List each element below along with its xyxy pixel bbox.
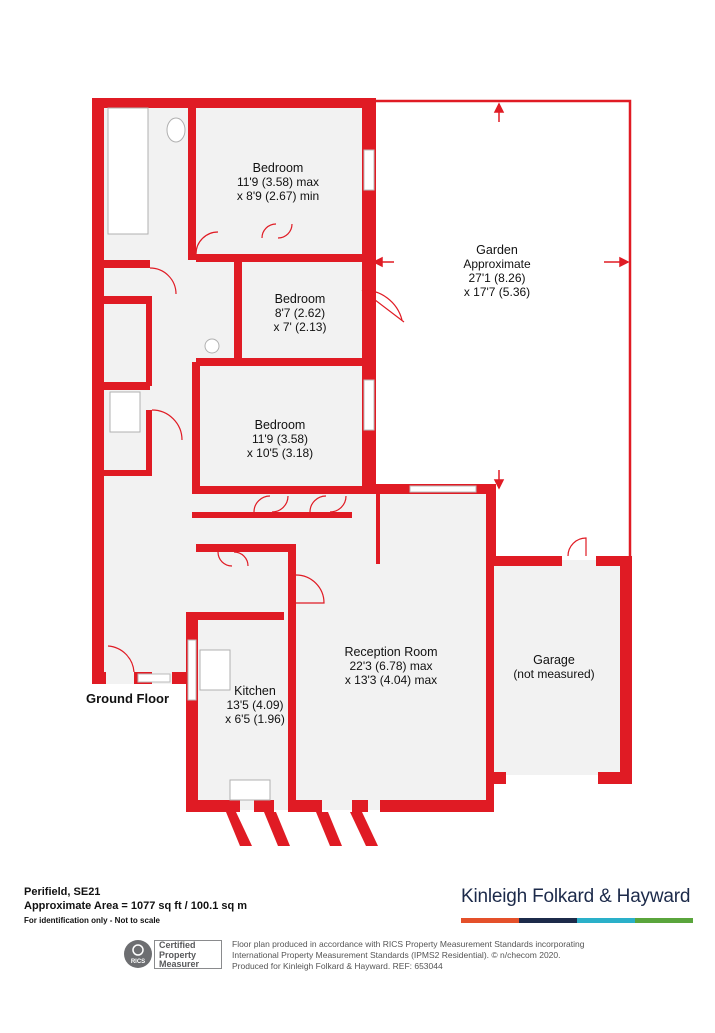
brand-bar-orange: [461, 918, 519, 923]
property-details: Perifield, SE21 Approximate Area = 1077 …: [24, 885, 247, 925]
kitchen-dim2: x 6'5 (1.96): [225, 712, 285, 726]
doors: [107, 223, 587, 673]
garden-arrows: [372, 102, 630, 490]
disclaimer-line1: Floor plan produced in accordance with R…: [232, 939, 585, 949]
scale-note: For identification only - Not to scale: [24, 916, 161, 925]
reception-dim2: x 13'3 (4.04) max: [345, 673, 437, 687]
reception-dim1: 22'3 (6.78) max: [350, 659, 433, 673]
brand-bar-cyan: [577, 918, 635, 923]
rics-badge: RICS Certified Property Measurer: [124, 940, 222, 970]
disclaimer-line2: International Property Measurement Stand…: [232, 950, 561, 960]
walls: [92, 98, 632, 812]
garage-name: Garage: [533, 653, 575, 667]
brand-name: Kinleigh Folkard & Hayward: [461, 886, 691, 907]
brand-bar-green: [635, 918, 693, 923]
rics-line1: Certified: [159, 940, 196, 950]
fixtures: [107, 107, 271, 801]
garage-dim1: (not measured): [513, 667, 594, 681]
garden-name2: Approximate: [463, 257, 531, 271]
bedroom1-dim2: x 8'9 (2.67) min: [237, 189, 319, 203]
kitchen-dim1: 13'5 (4.09): [227, 698, 284, 712]
disclaimer-line3: Produced for Kinleigh Folkard & Hayward.…: [232, 961, 443, 971]
rics-text: Certified Property Measurer: [159, 940, 200, 970]
brand-bar-navy: [519, 918, 577, 923]
bedroom3-dim1: 11'9 (3.58): [252, 432, 308, 446]
floor-label: Ground Floor: [86, 691, 170, 706]
bedroom2-dim1: 8'7 (2.62): [275, 306, 325, 320]
rics-line3: Measurer: [159, 959, 200, 969]
bedroom1-name: Bedroom: [253, 161, 304, 175]
approximate-area: Approximate Area = 1077 sq ft / 100.1 sq…: [24, 900, 248, 912]
bedroom2-name: Bedroom: [275, 292, 326, 306]
floor-plan: Bedroom 11'9 (3.58) max x 8'9 (2.67) min…: [92, 98, 632, 846]
bedroom2-dim2: x 7' (2.13): [274, 320, 327, 334]
garden-dim1: 27'1 (8.26): [469, 271, 526, 285]
bedroom3-dim2: x 10'5 (3.18): [247, 446, 313, 460]
bay-windows: [226, 812, 378, 846]
kitchen-name: Kitchen: [234, 684, 276, 698]
bedroom3-name: Bedroom: [255, 418, 306, 432]
rics-logo-text: RICS: [131, 959, 145, 965]
disclaimer: Floor plan produced in accordance with R…: [232, 939, 584, 972]
garden-dim2: x 17'7 (5.36): [464, 285, 530, 299]
address: Perifield, SE21: [24, 886, 101, 898]
floor-fill: [100, 104, 620, 810]
garden-name: Garden: [476, 243, 518, 257]
rics-box: [154, 940, 222, 969]
reception-name: Reception Room: [344, 645, 437, 659]
bedroom1-dim1: 11'9 (3.58) max: [237, 175, 319, 189]
windows: [137, 149, 477, 701]
rics-line2: Property: [159, 949, 197, 960]
rics-logo: RICS: [124, 940, 152, 968]
